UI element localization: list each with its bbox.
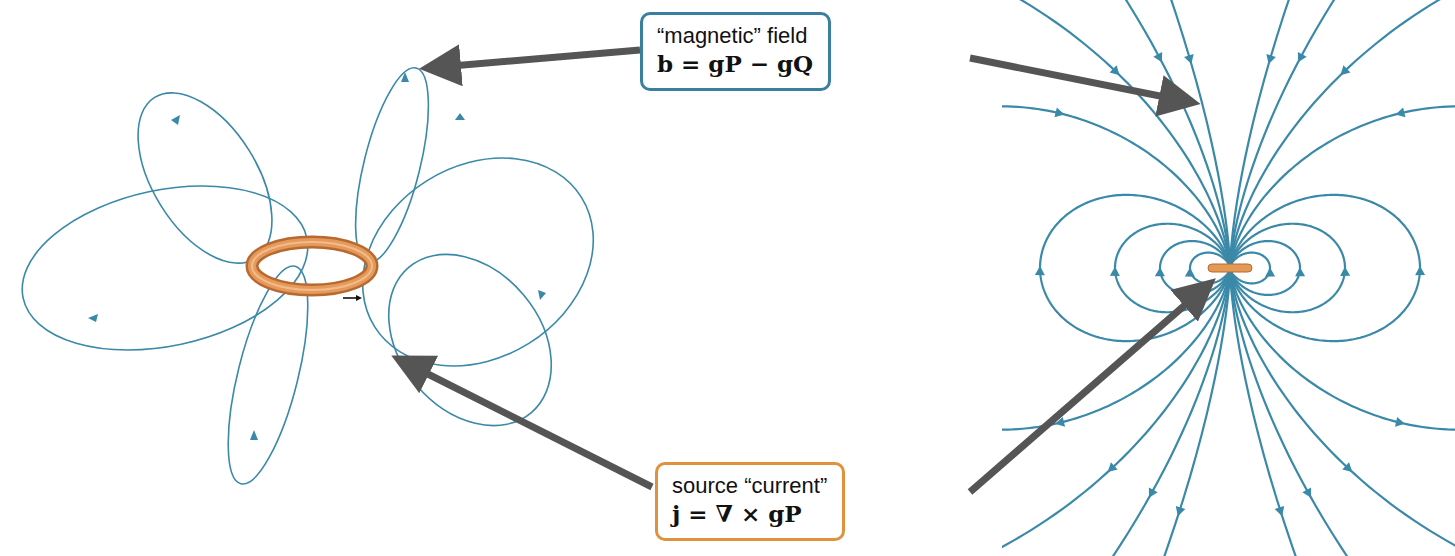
field-line	[1002, 0, 1230, 556]
field-arrow	[88, 314, 98, 322]
callout-heading: source “current”	[672, 473, 828, 498]
field-line	[1230, 195, 1420, 341]
field-arrow	[1149, 487, 1158, 497]
field-arrow	[1295, 267, 1305, 276]
small-loop	[1208, 264, 1252, 272]
pointer-arrow	[410, 365, 652, 487]
field-arrow	[1340, 65, 1350, 75]
formula: b = gP − gQ	[657, 50, 814, 78]
current-arrow	[343, 295, 362, 301]
field-line	[1040, 195, 1230, 341]
field-arrow	[1302, 487, 1311, 497]
field-arrow	[1340, 267, 1350, 276]
copper-ring	[252, 242, 372, 290]
field-loop	[7, 162, 323, 375]
field-arrow	[1396, 107, 1406, 117]
field-arrow	[1185, 268, 1195, 277]
field-arrow	[1054, 107, 1064, 117]
callout-box: “magnetic” fieldb = gP − gQ	[640, 12, 831, 91]
callout-heading: “magnetic” field	[657, 23, 814, 48]
field-line	[1002, 106, 1230, 429]
pointer-arrow	[970, 292, 1200, 492]
pointer-arrow	[970, 58, 1180, 100]
field-arrow	[1415, 266, 1425, 275]
field-arrow	[1342, 462, 1352, 472]
field-loop	[341, 61, 444, 269]
pointer-arrows	[410, 50, 1200, 492]
field-arrow	[250, 430, 258, 440]
field-line	[1230, 0, 1455, 556]
field-arrow	[1108, 462, 1118, 472]
field-arrow	[455, 113, 465, 120]
field-arrow	[1176, 506, 1186, 516]
field-arrow	[1266, 54, 1276, 64]
field-arrow	[1275, 506, 1285, 516]
field-arrow	[1298, 52, 1307, 62]
field-arrow	[1184, 54, 1194, 64]
field-arrow	[1110, 267, 1120, 276]
field-arrow	[1265, 268, 1275, 277]
field-arrow	[1153, 52, 1162, 62]
field-arrow	[1035, 266, 1045, 275]
field-arrow	[1155, 267, 1165, 276]
formula: j = ∇ × gP	[672, 500, 828, 528]
field-arrow	[1110, 65, 1120, 75]
callout-box: source “current”j = ∇ × gP	[655, 462, 845, 541]
field-arrow	[1395, 417, 1405, 427]
dipole-figure	[1002, 0, 1455, 556]
field-loop	[355, 222, 584, 458]
pointer-arrow	[440, 50, 640, 67]
field-arrow	[171, 115, 180, 125]
field-arrow	[401, 72, 409, 82]
field-arrow	[538, 290, 546, 300]
field-line	[1230, 106, 1455, 429]
